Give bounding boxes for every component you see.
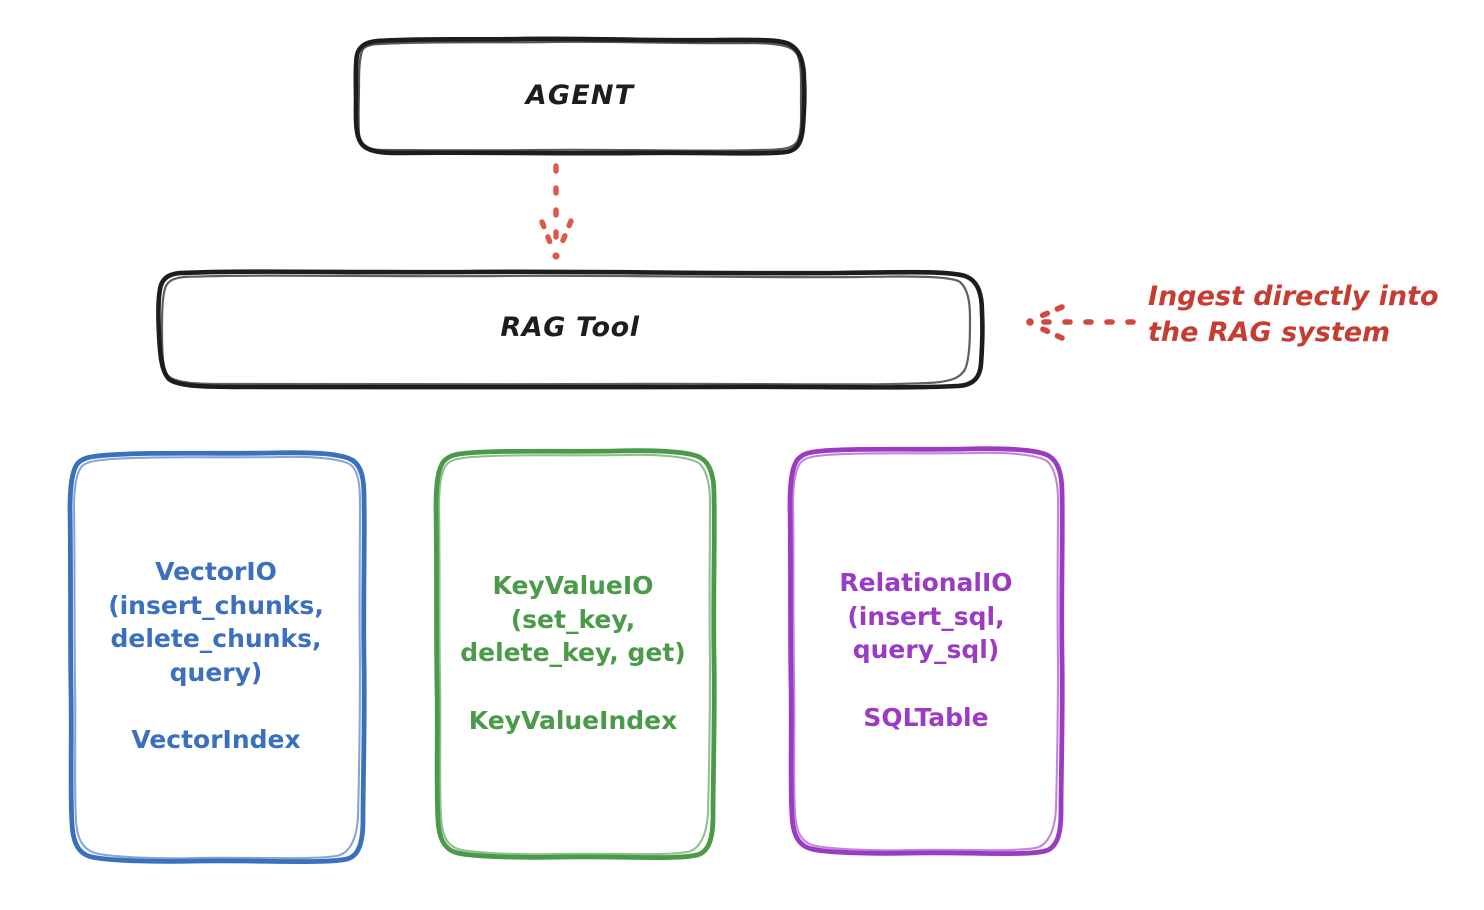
relational-io-node-shape[interactable]: [787, 446, 1065, 856]
agent-to-rag-tool-arrow: [539, 163, 574, 260]
vector-io-node-shape[interactable]: [67, 450, 367, 864]
ingest-arrow: [1026, 304, 1136, 341]
rag-tool-node-shape[interactable]: [156, 269, 985, 390]
agent-node-shape[interactable]: [353, 36, 807, 156]
keyvalue-io-node-shape[interactable]: [433, 448, 717, 860]
